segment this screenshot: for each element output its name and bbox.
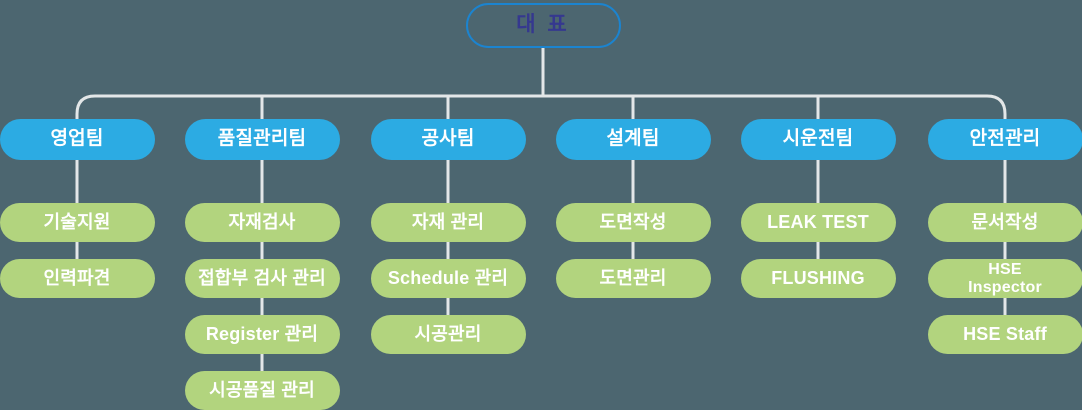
org-node-team-6[interactable]: 안전관리 [928, 119, 1082, 160]
org-node-item-4-1[interactable]: 도면작성 [556, 203, 711, 242]
org-node-item-5-1[interactable]: LEAK TEST [741, 203, 896, 242]
org-node-team-2[interactable]: 품질관리팀 [185, 119, 340, 160]
org-node-team-4[interactable]: 설계팀 [556, 119, 711, 160]
horizontal-bus [77, 96, 1005, 119]
org-node-root[interactable]: 대 표 [466, 3, 621, 48]
org-node-item-2-2[interactable]: 접합부 검사 관리 [185, 259, 340, 298]
org-node-item-3-3[interactable]: 시공관리 [371, 315, 526, 354]
org-node-team-5[interactable]: 시운전팀 [741, 119, 896, 160]
org-node-team-1[interactable]: 영업팀 [0, 119, 155, 160]
org-node-item-6-2[interactable]: HSE Inspector [928, 259, 1082, 298]
org-node-item-2-3[interactable]: Register 관리 [185, 315, 340, 354]
org-node-item-2-4[interactable]: 시공품질 관리 [185, 371, 340, 410]
org-node-team-3[interactable]: 공사팀 [371, 119, 526, 160]
org-node-item-6-3[interactable]: HSE Staff [928, 315, 1082, 354]
org-node-item-1-2[interactable]: 인력파견 [0, 259, 155, 298]
org-node-item-4-2[interactable]: 도면관리 [556, 259, 711, 298]
org-node-item-5-2[interactable]: FLUSHING [741, 259, 896, 298]
org-node-item-3-2[interactable]: Schedule 관리 [371, 259, 526, 298]
org-node-item-1-1[interactable]: 기술지원 [0, 203, 155, 242]
org-node-item-6-1[interactable]: 문서작성 [928, 203, 1082, 242]
org-node-item-2-1[interactable]: 자재검사 [185, 203, 340, 242]
org-node-item-3-1[interactable]: 자재 관리 [371, 203, 526, 242]
